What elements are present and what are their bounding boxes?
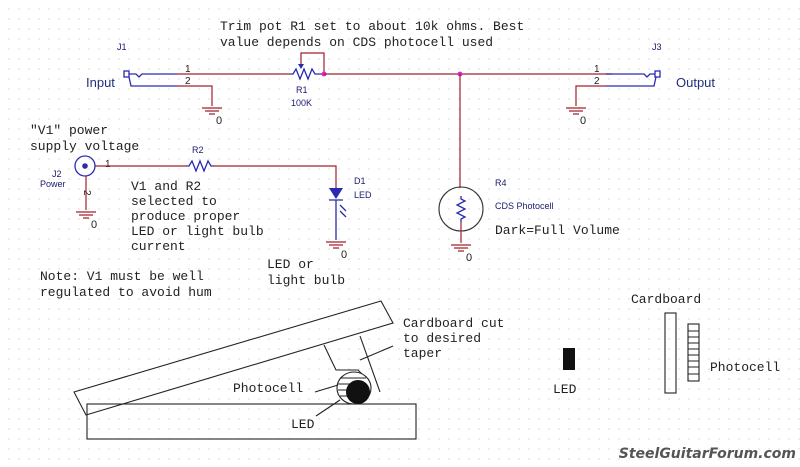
ground-label-j2: 0 — [91, 219, 97, 231]
output-port-label: Output — [676, 75, 715, 90]
detail-photocell-label: Photocell — [710, 360, 780, 375]
r1-value: 100K — [291, 98, 312, 108]
power-note-line1: "V1" power — [30, 123, 108, 138]
j3-jack-icon — [654, 70, 661, 78]
j3-pin2: 2 — [594, 76, 600, 87]
j1-pin2: 2 — [185, 76, 191, 87]
detail-led-icon — [563, 348, 575, 370]
led-leader — [315, 399, 341, 417]
j1-tip-line — [129, 73, 177, 78]
input-port-label: Input — [86, 75, 115, 90]
r1-wiper-loop — [300, 52, 325, 74]
j1-input-jack: J1 Input 1 2 — [86, 42, 191, 90]
j2-power-jack: J2 Power 1 2 — [40, 155, 111, 196]
r4-resistor-icon — [455, 196, 467, 222]
j3-ref: J3 — [652, 42, 662, 52]
r1-resistor-icon — [290, 67, 324, 81]
photocell-leader — [314, 384, 339, 393]
v1r2-note-line1: V1 and R2 — [131, 179, 201, 194]
detail-cardboard-label: Cardboard — [631, 292, 701, 307]
d1-diode-icon — [329, 188, 343, 199]
cardboard-note-leader — [359, 345, 394, 361]
wire-j1-ground — [177, 85, 213, 106]
ground-symbol-d1: 0 — [326, 241, 347, 261]
pedal-led-label: LED — [291, 417, 315, 432]
cardboard-note-line1: Cardboard cut — [403, 316, 504, 331]
ground-label-j1: 0 — [216, 115, 222, 127]
pedal-base — [86, 403, 417, 440]
r1-ref: R1 — [296, 85, 308, 95]
j1-sleeve-line — [128, 76, 177, 87]
detail-led-label: LED — [553, 382, 577, 397]
led-bulb-note-line1: LED or — [267, 257, 314, 272]
j1-pin1: 1 — [185, 64, 191, 75]
pedal-drawing: Cardboard cut to desired taper Photocell… — [73, 300, 504, 440]
ground-symbol-j2: 0 — [76, 211, 97, 231]
ground-symbol-j3: 0 — [566, 107, 586, 127]
detail-cardboard-icon — [664, 312, 677, 394]
wire-j3-ground — [575, 85, 606, 106]
j3-pin1: 1 — [594, 64, 600, 75]
j1-ref: J1 — [117, 42, 127, 52]
d1-light-rays-icon — [339, 204, 347, 218]
title-note-line2: value depends on CDS photocell used — [220, 35, 493, 50]
cardboard-note-line2: to desired — [403, 331, 481, 346]
pedal-treadle — [73, 300, 394, 416]
regulation-note-line2: regulated to avoid hum — [40, 285, 212, 300]
d1-ref: D1 — [354, 176, 366, 186]
wire-r2-d1 — [214, 165, 337, 188]
j2-ref: J2 — [52, 169, 62, 179]
r4-ref: R4 — [495, 178, 507, 188]
j3-output-jack: J3 Output 1 2 — [594, 42, 715, 90]
v1r2-note-line5: current — [131, 239, 186, 254]
dark-full-volume-note: Dark=Full Volume — [495, 223, 620, 238]
d1-led: D1 LED — [329, 176, 372, 240]
detail-photocell-icon — [687, 323, 700, 382]
d1-value: LED — [354, 190, 372, 200]
pedal-photocell-label: Photocell — [233, 381, 303, 396]
ground-symbol-r4: 0 — [451, 244, 472, 264]
power-note-line2: supply voltage — [30, 139, 139, 154]
detail-drawing: LED Cardboard Photocell — [553, 292, 780, 397]
ground-label-j3: 0 — [580, 115, 586, 127]
cardboard-taper-right — [359, 335, 381, 393]
r2-resistor: R2 — [186, 145, 214, 173]
ground-label-d1: 0 — [341, 249, 347, 261]
v1r2-note-line2: selected to — [131, 194, 217, 209]
v1r2-note-line3: produce proper — [131, 209, 240, 224]
ground-label-r4: 0 — [466, 252, 472, 264]
r4-value: CDS Photocell — [495, 201, 554, 211]
r1-trim-pot: R1 100K — [290, 52, 327, 108]
j2-name: Power — [40, 179, 66, 189]
r1-wiper-arrow-icon — [298, 64, 304, 69]
r2-ref: R2 — [192, 145, 204, 155]
cardboard-note-line3: taper — [403, 346, 442, 361]
r2-resistor-icon — [186, 159, 214, 173]
j1-jack-icon — [123, 70, 130, 78]
title-note-line1: Trim pot R1 set to about 10k ohms. Best — [220, 19, 524, 34]
pedal-led-icon — [346, 380, 370, 404]
led-bulb-note-line2: light bulb — [267, 273, 345, 288]
v1r2-note-line4: LED or light bulb — [131, 224, 264, 239]
regulation-note-line1: Note: V1 must be well — [40, 269, 204, 284]
ground-symbol-j1: 0 — [202, 107, 222, 127]
j3-sleeve-line — [606, 76, 657, 87]
j2-pin1: 1 — [105, 159, 111, 170]
j3-tip-line — [606, 73, 655, 78]
watermark-text: SteelGuitarForum.com — [619, 446, 796, 462]
